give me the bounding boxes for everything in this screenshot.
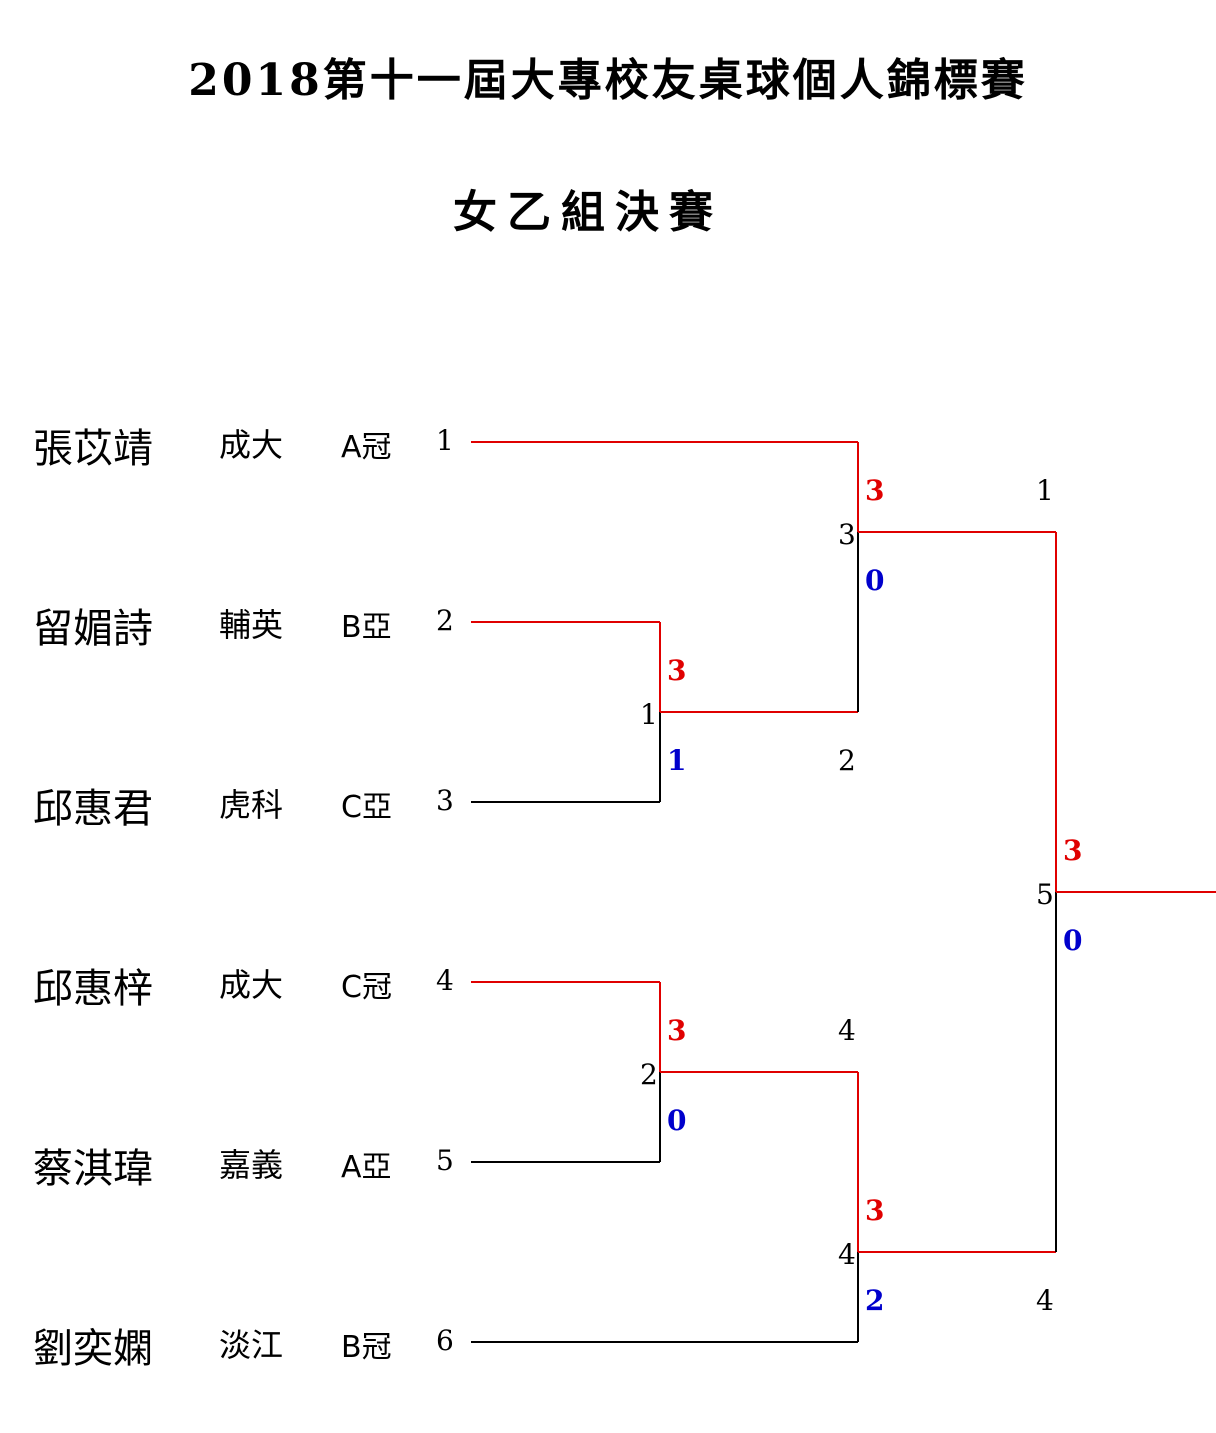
match-score-bottom: 0 (1063, 924, 1082, 957)
player-seed: 2 (436, 604, 454, 637)
match-number: 4 (838, 1238, 856, 1271)
player-name: 邱惠君 (33, 786, 153, 832)
player-school: 淡江 (219, 1326, 284, 1364)
player-school: 成大 (219, 426, 284, 464)
match-number: 2 (640, 1058, 658, 1091)
player-seed: 4 (436, 964, 454, 997)
match-score-top: 3 (667, 1014, 686, 1047)
player-school: 輔英 (219, 606, 284, 644)
match-number: 5 (1036, 878, 1054, 911)
match-score-top: 3 (667, 654, 686, 687)
match-score-bottom: 0 (865, 564, 884, 597)
slot-label: 4 (838, 1014, 856, 1047)
slot-label: 1 (1036, 474, 1054, 507)
match-score-top: 3 (865, 474, 884, 507)
page-title: 2018第十一屆大專校友桌球個人錦標賽 (188, 55, 1028, 106)
match-score-bottom: 2 (865, 1284, 884, 1317)
player-group: C亞 (341, 790, 392, 825)
player-name: 張苡靖 (33, 426, 153, 472)
match-number: 1 (640, 698, 658, 731)
player-name: 邱惠梓 (33, 966, 153, 1012)
player-group: A冠 (341, 430, 392, 465)
player-school: 嘉義 (219, 1146, 284, 1184)
player-name: 留媚詩 (33, 606, 153, 652)
player-name: 蔡淇瑋 (33, 1146, 153, 1192)
match-score-bottom: 1 (667, 744, 686, 777)
player-seed: 3 (436, 784, 454, 817)
player-seed: 6 (436, 1324, 454, 1357)
slot-label: 2 (838, 744, 856, 777)
slot-label: 4 (1036, 1284, 1054, 1317)
page-subtitle: 女乙組決賽 (453, 187, 723, 238)
match-number: 3 (838, 518, 856, 551)
player-group: A亞 (341, 1150, 392, 1185)
match-score-top: 3 (865, 1194, 884, 1227)
player-group: C冠 (341, 970, 392, 1005)
match-score-top: 3 (1063, 834, 1082, 867)
player-seed: 5 (436, 1144, 454, 1177)
player-seed: 1 (436, 424, 454, 457)
player-school: 成大 (219, 966, 284, 1004)
player-group: B亞 (341, 610, 392, 645)
match-score-bottom: 0 (667, 1104, 686, 1137)
player-group: B冠 (341, 1330, 392, 1365)
player-school: 虎科 (219, 786, 284, 824)
player-name: 劉奕嫻 (33, 1326, 153, 1372)
